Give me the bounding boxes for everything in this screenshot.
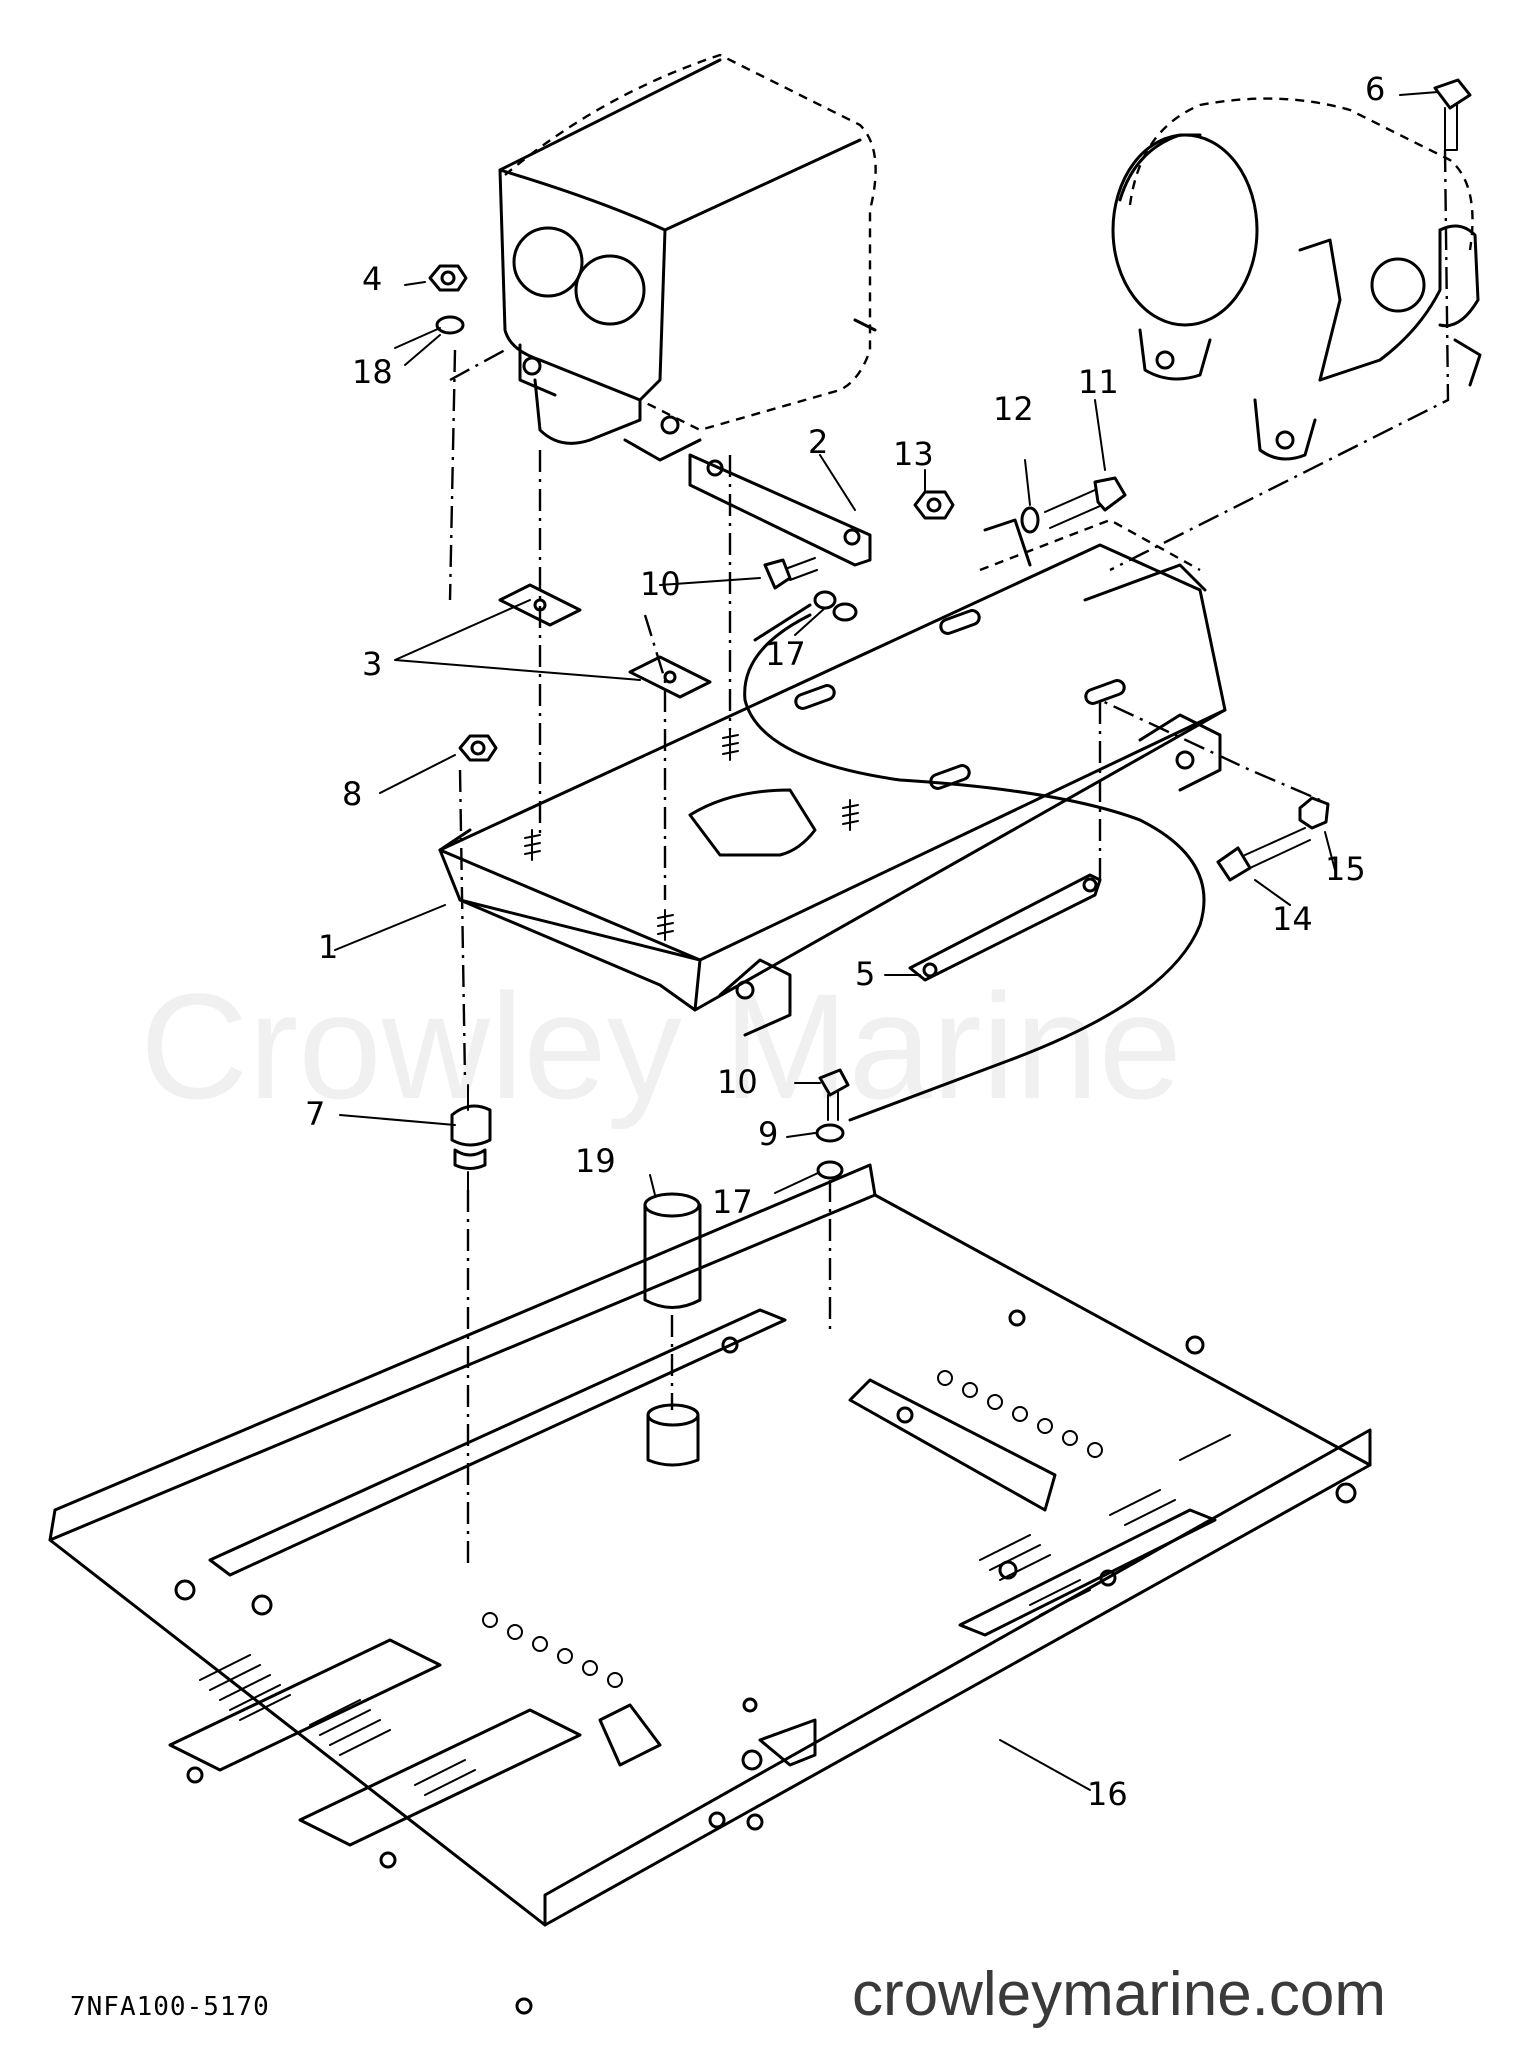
callout-19: 19 [575, 1142, 616, 1180]
callout-2: 2 [808, 423, 828, 461]
callout-14: 14 [1272, 900, 1313, 938]
callout-6: 6 [1365, 70, 1385, 108]
pad-part-3a [498, 583, 582, 627]
ground-wire [743, 613, 1206, 1122]
rectangular-housing [498, 53, 877, 462]
callout-9: 9 [758, 1115, 778, 1153]
callout-13: 13 [893, 435, 934, 473]
callout-5: 5 [855, 955, 875, 993]
watermark-text: Crowley Marine [140, 962, 1182, 1130]
mounting-bracket-part-1 [438, 543, 1227, 1037]
base-tray-part-16 [48, 1163, 1372, 2015]
callout-10-upper: 10 [640, 565, 681, 603]
callout-3: 3 [362, 645, 382, 683]
strap-part-2 [688, 453, 872, 567]
assembly-centerlines [448, 149, 1450, 1570]
callout-4: 4 [362, 260, 382, 298]
ground-wire-top-lead [753, 603, 812, 642]
bracket-studs [524, 729, 859, 941]
callout-18: 18 [352, 353, 393, 391]
callout-17-lower: 17 [712, 1183, 753, 1221]
pad-part-3b [628, 655, 712, 699]
callout-17-upper: 17 [765, 635, 806, 673]
fasteners [428, 78, 1472, 1467]
callout-15: 15 [1325, 850, 1366, 888]
callout-10-lower: 10 [717, 1063, 758, 1101]
tray-vents [199, 1370, 1231, 1806]
callout-11: 11 [1078, 363, 1119, 401]
callout-7: 7 [305, 1095, 325, 1133]
leader-lines [334, 91, 1439, 1791]
callout-12: 12 [993, 390, 1034, 428]
callout-8: 8 [342, 775, 362, 813]
drawing-code: 7NFA100-5170 [70, 1992, 270, 2022]
callout-labels: 1 2 3 4 5 6 7 8 9 10 10 11 12 13 14 15 1… [305, 70, 1385, 1813]
strap-part-5 [908, 873, 1102, 982]
callout-16: 16 [1087, 1775, 1128, 1813]
website-text: crowleymarine.com [852, 1960, 1386, 2029]
cylindrical-unit [1111, 97, 1482, 461]
callout-1: 1 [318, 928, 338, 966]
